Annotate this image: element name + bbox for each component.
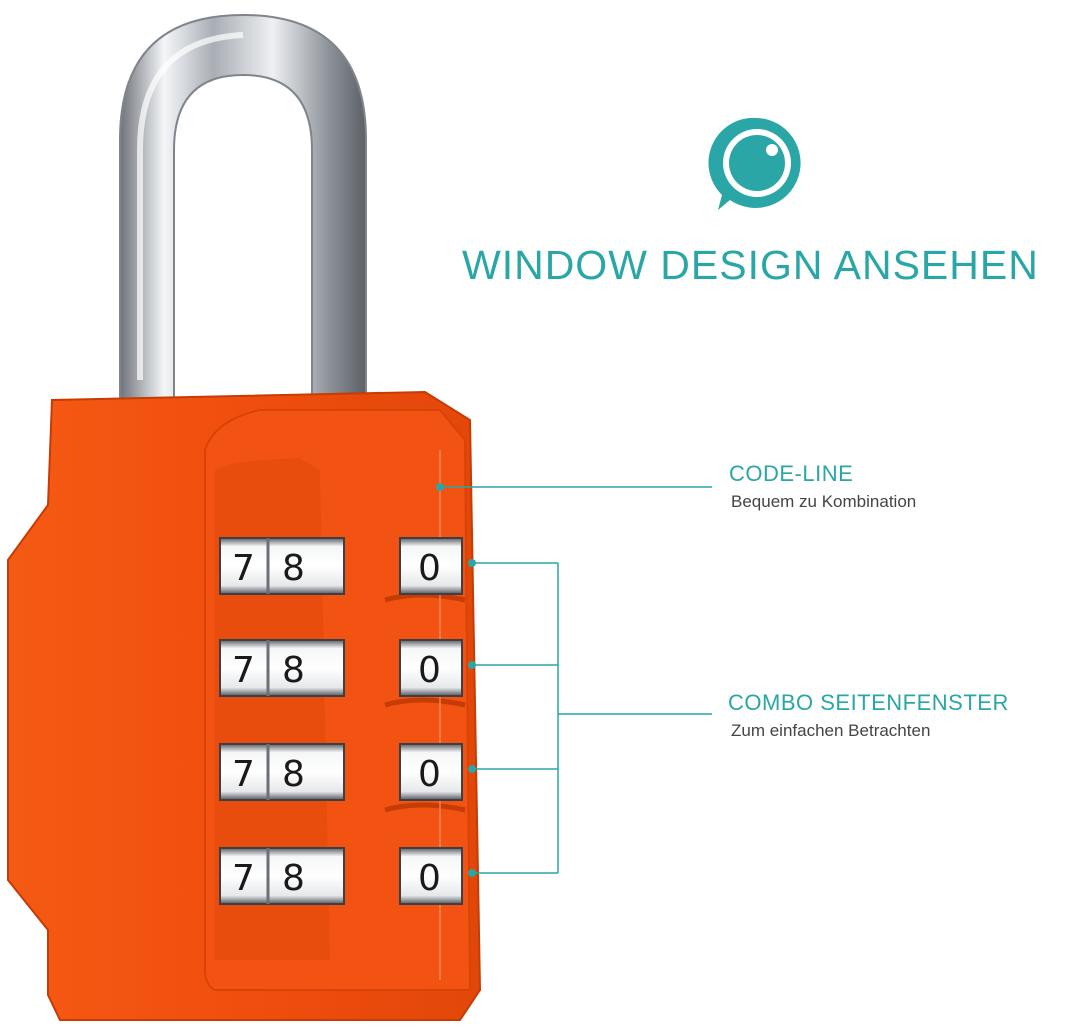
dial-front-digit: 8 xyxy=(282,858,305,899)
dial-front-digit: 8 xyxy=(282,548,305,589)
dial-side-digit: 0 xyxy=(418,650,441,691)
code-line-subtitle: Bequem zu Kombination xyxy=(731,492,917,511)
dial-row[interactable]: 7 8 0 xyxy=(219,743,463,801)
dial-side-digit: 0 xyxy=(418,548,441,589)
dial-front-digit: 7 xyxy=(232,650,255,691)
dial-wheels: 7 8 0 7 8 0 7 8 0 7 8 xyxy=(219,537,463,905)
combo-window-title: COMBO SEITENFENSTER xyxy=(728,690,1009,715)
dial-row[interactable]: 7 8 0 xyxy=(219,847,463,905)
dial-front-digit: 7 xyxy=(232,548,255,589)
camera-lens-chat-icon xyxy=(708,117,801,210)
dial-side-digit: 0 xyxy=(418,858,441,899)
dial-row[interactable]: 7 8 0 xyxy=(219,537,463,595)
section-heading: WINDOW DESIGN ANSEHEN xyxy=(462,242,1039,288)
dial-front-digit: 7 xyxy=(232,858,255,899)
dial-row[interactable]: 7 8 0 xyxy=(219,639,463,697)
dial-front-digit: 8 xyxy=(282,754,305,795)
combo-window-subtitle: Zum einfachen Betrachten xyxy=(731,721,931,740)
dial-front-digit: 7 xyxy=(232,754,255,795)
dial-front-digit: 8 xyxy=(282,650,305,691)
lock-shackle xyxy=(119,13,367,401)
code-line-title: CODE-LINE xyxy=(729,461,854,486)
callout-lines xyxy=(436,483,712,877)
dial-side-digit: 0 xyxy=(418,754,441,795)
lock-body xyxy=(7,390,482,1021)
